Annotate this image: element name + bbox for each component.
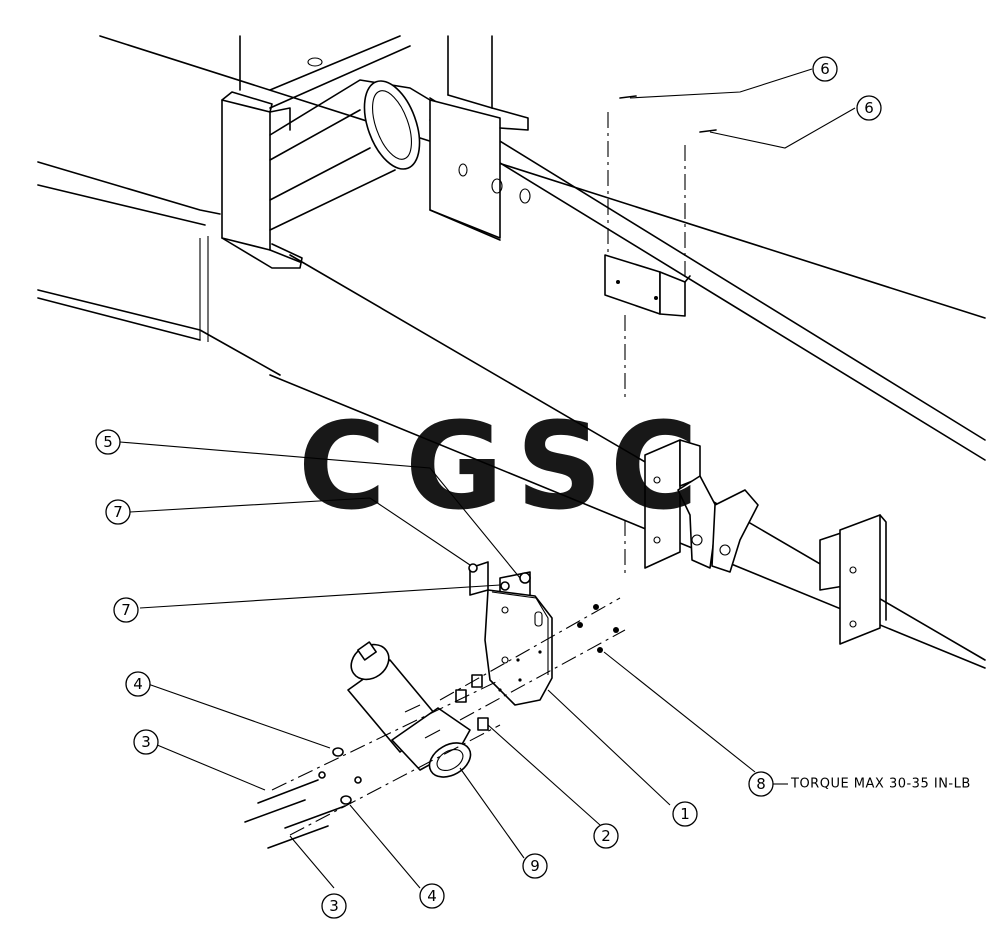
svg-text:1: 1 (680, 805, 690, 823)
svg-text:8: 8 (756, 775, 766, 793)
callout-8: 8 (748, 771, 774, 797)
callout-9: 9 (522, 853, 548, 879)
hinge-bracket-right (819, 514, 887, 645)
torque-note: TORQUE MAX 30-35 IN-LB (790, 777, 971, 792)
svg-text:7: 7 (113, 503, 123, 521)
channel-bracket-upper (604, 254, 691, 317)
callout-6b: 6 (856, 95, 882, 121)
callout-2: 2 (593, 823, 619, 849)
svg-text:4: 4 (133, 675, 143, 693)
switch-motor (347, 641, 472, 778)
watermark-logo: C G S C (298, 398, 698, 537)
mounting-plate (469, 561, 553, 706)
leader-lines (119, 68, 856, 889)
svg-text:7: 7 (121, 601, 131, 619)
svg-text:2: 2 (601, 827, 611, 845)
callout-3b: 3 (321, 893, 347, 919)
callout-4a: 4 (125, 671, 151, 697)
frame-assembly (37, 35, 986, 669)
svg-text:4: 4 (427, 887, 437, 905)
callout-7b: 7 (113, 597, 139, 623)
hinge-bracket-left (644, 439, 759, 573)
svg-text:3: 3 (141, 733, 151, 751)
callout-7a: 7 (105, 499, 131, 525)
callout-3a: 3 (133, 729, 159, 755)
callout-5: 5 (95, 429, 121, 455)
callout-4b: 4 (419, 883, 445, 909)
svg-text:6: 6 (820, 60, 830, 78)
svg-text:6: 6 (864, 99, 874, 117)
svg-text:5: 5 (103, 433, 113, 451)
svg-text:3: 3 (329, 897, 339, 915)
callout-1: 1 (672, 801, 698, 827)
svg-text:9: 9 (530, 857, 540, 875)
watermark-letter-3: S (516, 398, 602, 537)
watermark-letter-1: C (298, 398, 386, 537)
callout-6a: 6 (812, 56, 838, 82)
assembly-centerlines (271, 112, 686, 836)
watermark-letter-4: C (610, 398, 698, 537)
